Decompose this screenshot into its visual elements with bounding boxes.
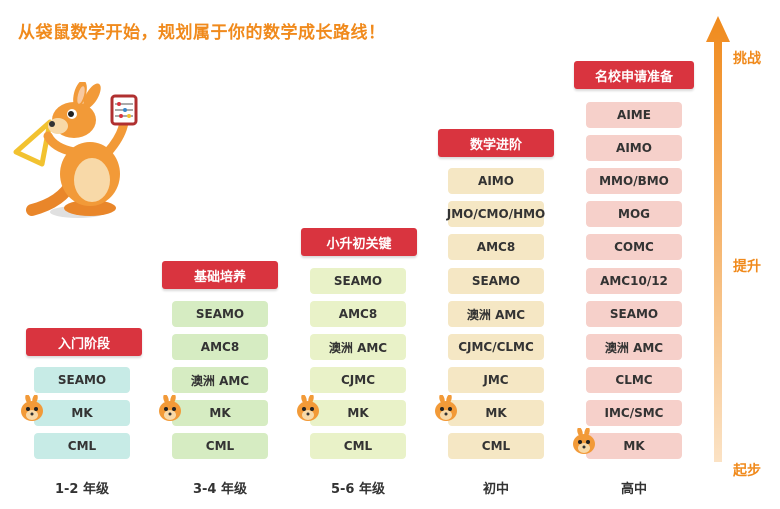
list-item: 澳洲 AMC — [586, 334, 682, 360]
kangaroo-icon — [21, 395, 43, 421]
grade-label: 3-4 年级 — [192, 481, 247, 497]
grade-label: 初中 — [482, 481, 509, 497]
list-item: AIMO — [448, 168, 544, 194]
list-item: JMC — [448, 367, 544, 393]
list-item: SEAMO — [172, 301, 268, 327]
kangaroo-icon — [435, 395, 457, 421]
list-item: CJMC/CLMC — [448, 334, 544, 360]
list-item: CML — [172, 433, 268, 459]
list-item: MOG — [586, 201, 682, 227]
list-item: MK — [172, 400, 268, 426]
list-item: AMC8 — [448, 234, 544, 260]
list-item: SEAMO — [310, 268, 406, 294]
list-item: CML — [34, 433, 130, 459]
kangaroo-with-abacus-icon — [13, 82, 138, 218]
list-item: MK — [34, 400, 130, 426]
column-header: 名校申请准备 — [574, 61, 694, 89]
list-item: CJMC — [310, 367, 406, 393]
kangaroo-icon — [297, 395, 319, 421]
list-item: SEAMO — [34, 367, 130, 393]
grade-label: 高中 — [620, 481, 647, 497]
list-item: COMC — [586, 234, 682, 260]
arrow-label-bottom: 起步 — [733, 463, 761, 479]
list-item: AMC8 — [172, 334, 268, 360]
column-header: 数学进阶 — [438, 129, 554, 157]
list-item: AMC8 — [310, 301, 406, 327]
column-header: 基础培养 — [162, 261, 278, 289]
list-item: 澳洲 AMC — [172, 367, 268, 393]
grade-label: 1-2 年级 — [54, 481, 109, 497]
list-item: AIME — [586, 102, 682, 128]
list-item: MK — [448, 400, 544, 426]
list-item: IMC/SMC — [586, 400, 682, 426]
list-item: MK — [310, 400, 406, 426]
list-item: CLMC — [586, 367, 682, 393]
list-item: SEAMO — [448, 268, 544, 294]
arrow-up-icon — [706, 16, 730, 462]
kangaroo-icon — [159, 395, 181, 421]
list-item: CML — [310, 433, 406, 459]
arrow-label-middle: 提升 — [733, 259, 761, 275]
list-item: AIMO — [586, 135, 682, 161]
column-header: 入门阶段 — [26, 328, 142, 356]
list-item: AMC10/12 — [586, 268, 682, 294]
list-item: JMO/CMO/HMO — [447, 201, 545, 227]
list-item: 澳洲 AMC — [310, 334, 406, 360]
list-item: 澳洲 AMC — [448, 301, 544, 327]
arrow-label-top: 挑战 — [733, 51, 761, 67]
list-item: MK — [586, 433, 682, 459]
grade-label: 5-6 年级 — [330, 481, 385, 497]
kangaroo-icon — [573, 428, 595, 454]
list-item: SEAMO — [586, 301, 682, 327]
list-item: MMO/BMO — [586, 168, 682, 194]
column-header: 小升初关键 — [301, 228, 417, 256]
page-title: 从袋鼠数学开始，规划属于你的数学成长路线！ — [18, 23, 386, 43]
list-item: CML — [448, 433, 544, 459]
